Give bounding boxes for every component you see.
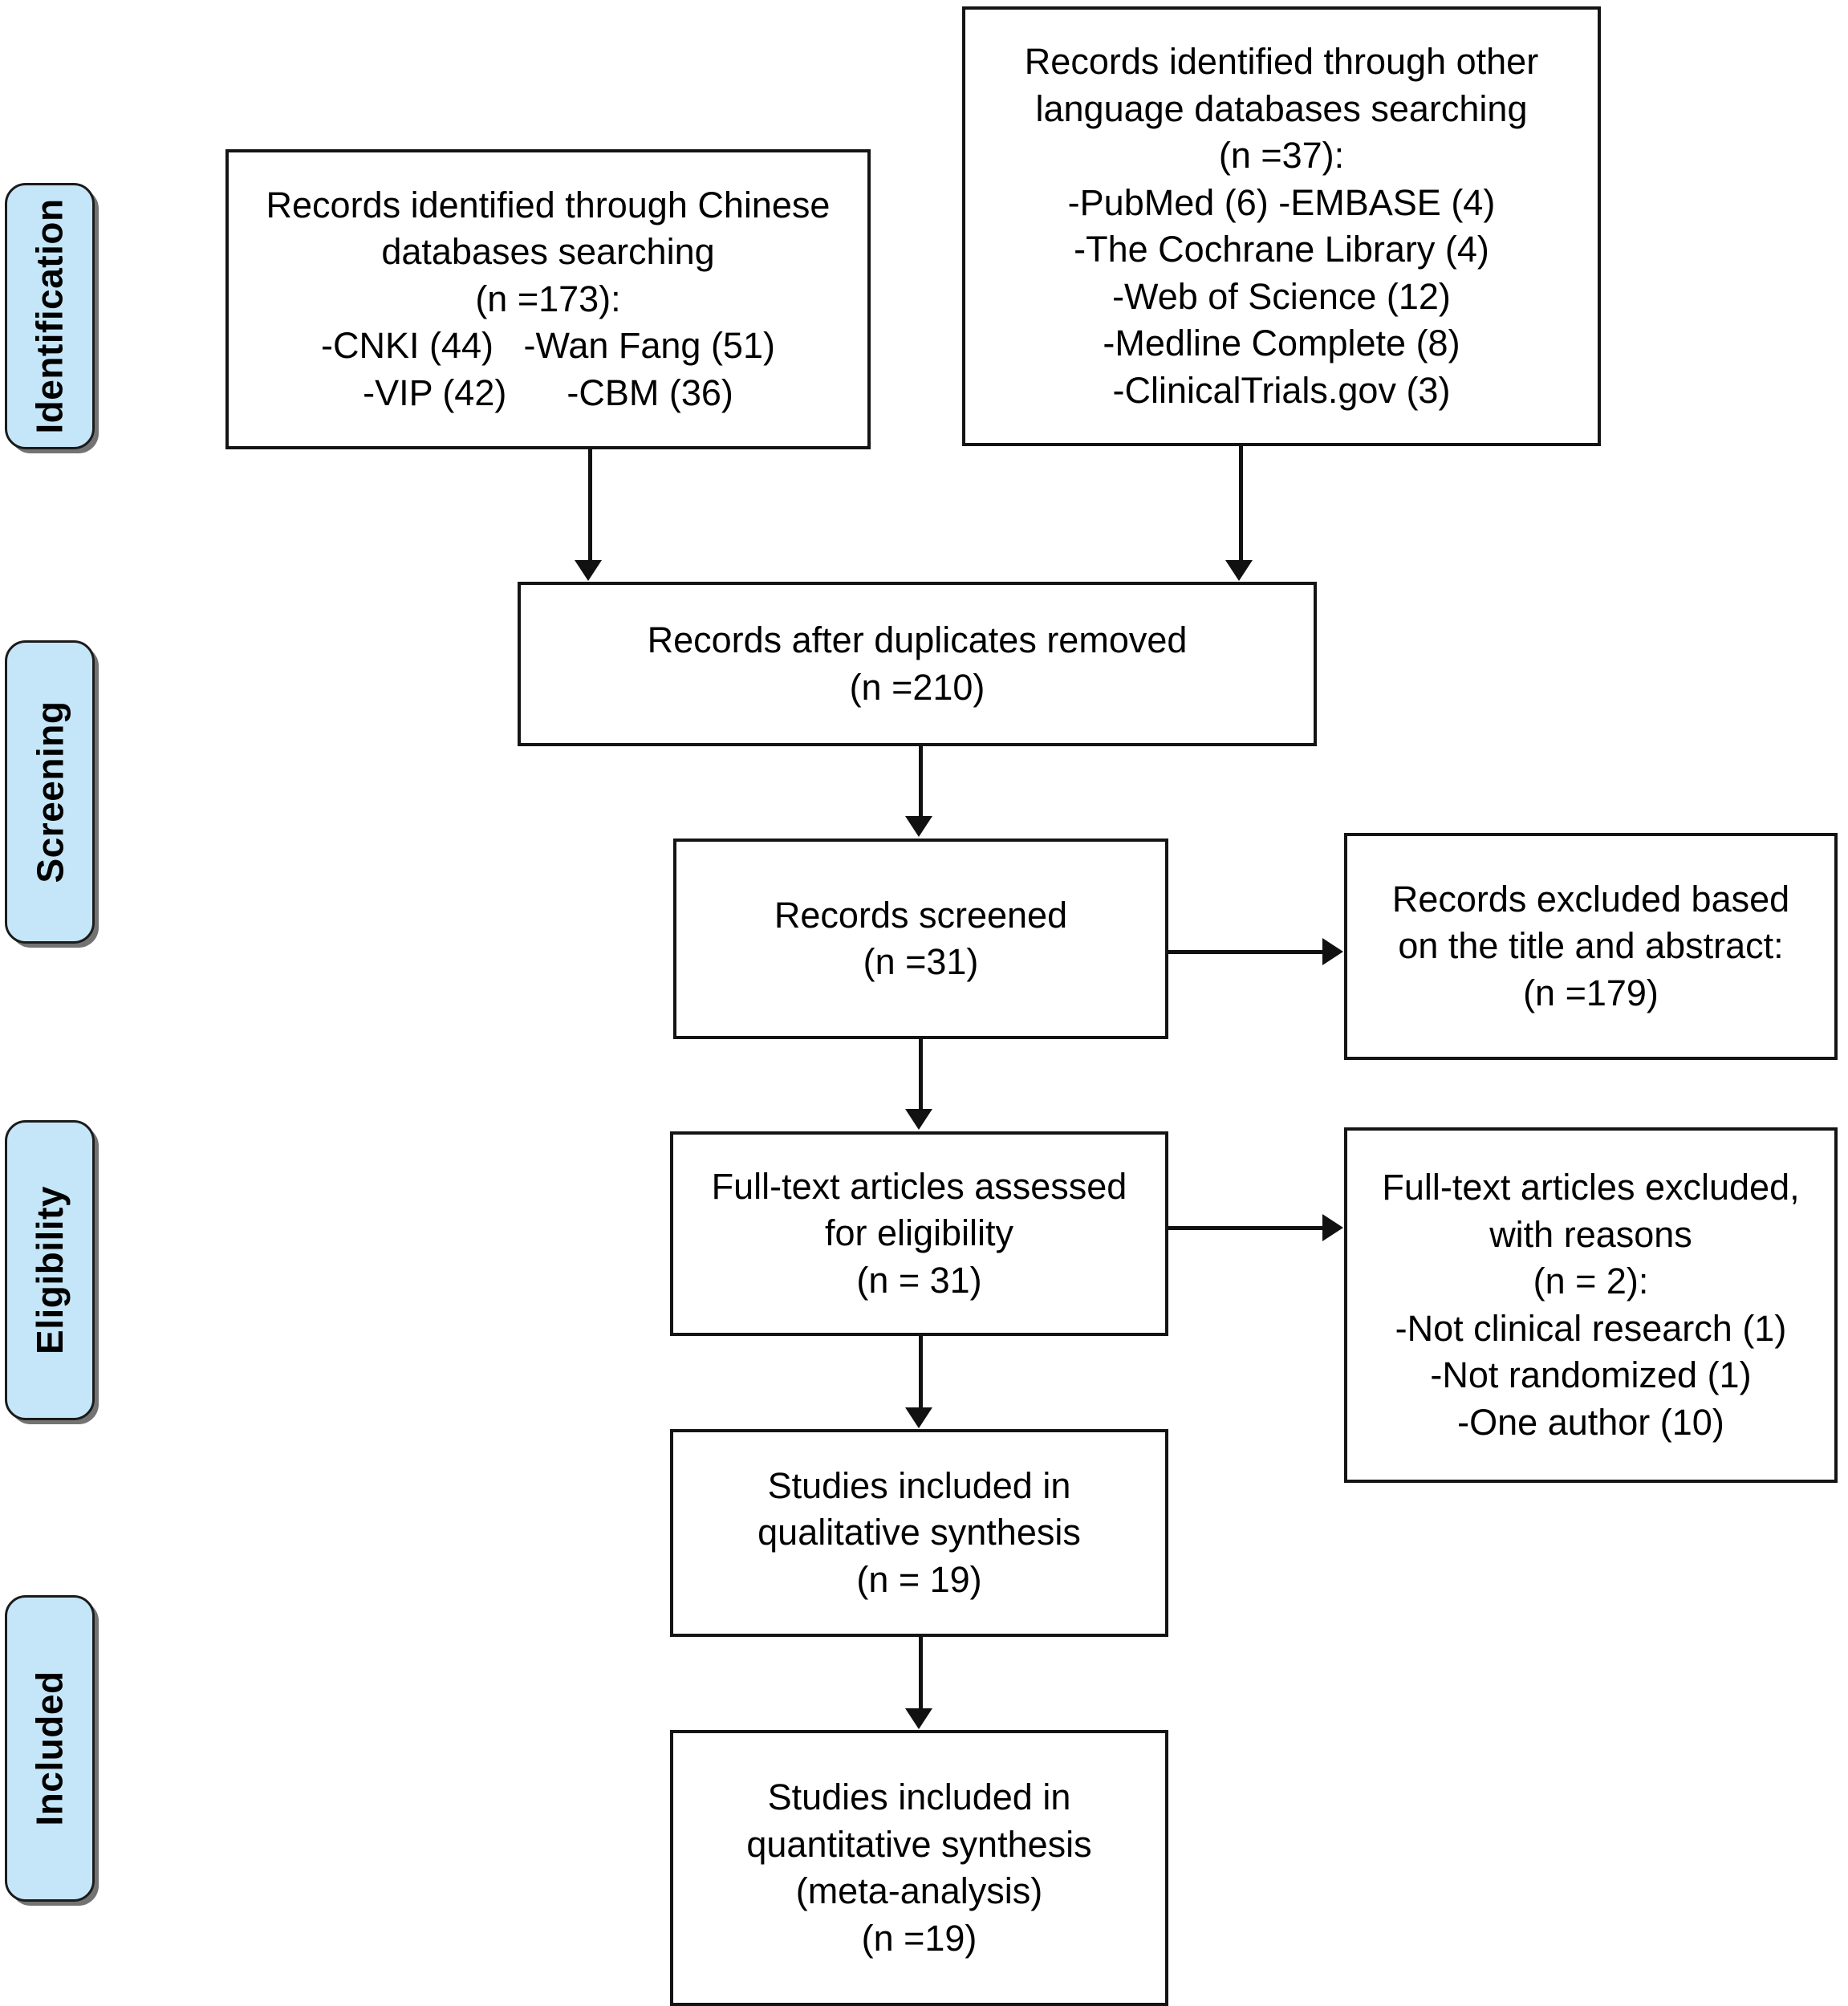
arrowhead-fulltext-to-qualitative	[905, 1407, 932, 1428]
box-line: qualitative synthesis	[757, 1512, 1081, 1553]
box-other-language-databases: Records identified through other languag…	[962, 6, 1601, 446]
arrowhead-screened-to-excluded	[1322, 938, 1343, 965]
box-line: quantitative synthesis	[746, 1823, 1092, 1865]
box-line: -Web of Science (12)	[1112, 275, 1451, 317]
box-line: on the title and abstract:	[1398, 925, 1784, 967]
box-line: Full-text articles assessed	[711, 1165, 1127, 1207]
box-line: Full-text articles excluded,	[1382, 1167, 1800, 1208]
box-line: -VIP (42) -CBM (36)	[363, 372, 733, 413]
box-line: -One author (10)	[1457, 1401, 1724, 1443]
connector-chinese-to-duplicates	[588, 449, 592, 562]
box-line: (n = 19)	[856, 1558, 982, 1600]
stage-tab-included-label: Included	[29, 1671, 71, 1826]
box-line: (n =173):	[475, 278, 621, 319]
box-line: -PubMed (6) -EMBASE (4)	[1067, 181, 1496, 223]
connector-fulltext-to-excluded	[1168, 1226, 1323, 1230]
stage-tab-included: Included	[5, 1595, 95, 1902]
connector-screened-to-excluded	[1168, 950, 1323, 954]
box-line: -The Cochrane Library (4)	[1074, 229, 1489, 270]
box-fulltext-assessed: Full-text articles assessed for eligibil…	[670, 1131, 1168, 1336]
arrowhead-fulltext-to-excluded	[1322, 1214, 1343, 1241]
stage-tab-identification-label: Identification	[29, 198, 71, 434]
stage-tab-identification: Identification	[5, 183, 95, 449]
box-line: (n = 2):	[1533, 1261, 1649, 1301]
box-line: -Not clinical research (1)	[1395, 1307, 1787, 1349]
box-qualitative-synthesis: Studies included in qualitative synthesi…	[670, 1429, 1168, 1637]
box-duplicates-removed: Records after duplicates removed (n =210…	[518, 582, 1317, 746]
box-line: -ClinicalTrials.gov (3)	[1112, 369, 1451, 411]
box-quantitative-synthesis: Studies included in quantitative synthes…	[670, 1730, 1168, 2006]
connector-fulltext-to-qualitative	[919, 1336, 923, 1410]
box-line: (n =37):	[1218, 135, 1345, 176]
box-chinese-databases: Records identified through Chinese datab…	[225, 149, 871, 449]
connector-duplicates-to-screened	[919, 746, 923, 818]
box-line: for eligibility	[824, 1212, 1014, 1254]
box-line: with reasons	[1489, 1213, 1692, 1255]
box-line: (n =179)	[1523, 972, 1659, 1013]
box-line: Studies included in	[767, 1777, 1071, 1817]
connector-qualitative-to-quantitative	[919, 1637, 923, 1711]
stage-tab-screening: Screening	[5, 640, 95, 944]
box-line: Records excluded based	[1391, 878, 1790, 920]
box-line: Studies included in	[767, 1464, 1071, 1506]
arrowhead-other-language-to-duplicates	[1225, 560, 1253, 581]
stage-tab-eligibility: Eligibility	[5, 1120, 95, 1420]
box-line: -Not randomized (1)	[1430, 1354, 1752, 1395]
box-line: (n =210)	[849, 666, 985, 708]
box-line: (n =31)	[863, 941, 979, 982]
box-line: (n = 31)	[856, 1259, 982, 1301]
box-line: Records identified through Chinese	[266, 184, 831, 225]
arrowhead-screened-to-fulltext	[905, 1109, 932, 1130]
arrowhead-chinese-to-duplicates	[575, 560, 602, 581]
arrowhead-qualitative-to-quantitative	[905, 1708, 932, 1729]
box-records-screened: Records screened (n =31)	[673, 839, 1168, 1039]
stage-tab-screening-label: Screening	[29, 700, 71, 883]
box-line: -CNKI (44) -Wan Fang (51)	[321, 325, 775, 367]
stage-tab-eligibility-label: Eligibility	[29, 1186, 71, 1354]
box-fulltext-excluded: Full-text articles excluded, with reason…	[1344, 1127, 1838, 1483]
box-line: -Medline Complete (8)	[1103, 323, 1460, 363]
box-line: (meta-analysis)	[795, 1870, 1043, 1911]
connector-screened-to-fulltext	[919, 1039, 923, 1111]
box-records-excluded: Records excluded based on the title and …	[1344, 833, 1838, 1060]
box-line: databases searching	[381, 231, 715, 273]
box-line: language databases searching	[1035, 87, 1528, 129]
box-line: Records identified through other	[1024, 41, 1539, 82]
box-line: Records after duplicates removed	[647, 619, 1188, 660]
box-line: Records screened	[774, 894, 1068, 936]
arrowhead-duplicates-to-screened	[905, 816, 932, 837]
box-line: (n =19)	[861, 1917, 977, 1959]
connector-other-language-to-duplicates	[1239, 446, 1243, 562]
